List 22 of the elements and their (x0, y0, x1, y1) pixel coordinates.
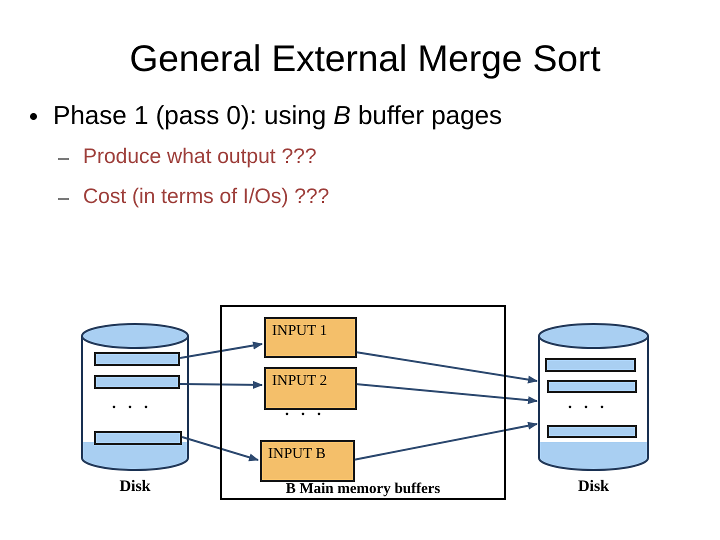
arrow (180, 342, 263, 359)
arrow (182, 436, 259, 462)
memory-panel (220, 305, 506, 500)
buffer-box: INPUT 2 (264, 367, 357, 410)
bullet-text: Phase 1 (pass 0): using B buffer pages (53, 100, 502, 131)
buffer-box: INPUT B (260, 440, 355, 482)
disk-page (94, 375, 180, 389)
ellipsis-dots: . . . (112, 395, 152, 413)
disk-label: Disk (576, 478, 610, 496)
arrow (180, 380, 263, 389)
disk-page (545, 358, 636, 372)
disk-page (547, 425, 637, 438)
disk-page (547, 380, 637, 393)
disk-label: Disk (118, 478, 152, 496)
disk-page (94, 431, 182, 445)
disk-page (94, 352, 180, 366)
panel-caption: B Main memory buffers (284, 481, 442, 498)
buffer-box: INPUT 1 (264, 317, 357, 358)
ellipsis-dots: . . . (568, 395, 608, 413)
sub-bullet-text: Produce what output ??? (83, 145, 317, 169)
slide-title: General External Merge Sort (128, 38, 602, 80)
sub-bullet-text: Cost (in terms of I/Os) ??? (83, 185, 330, 209)
